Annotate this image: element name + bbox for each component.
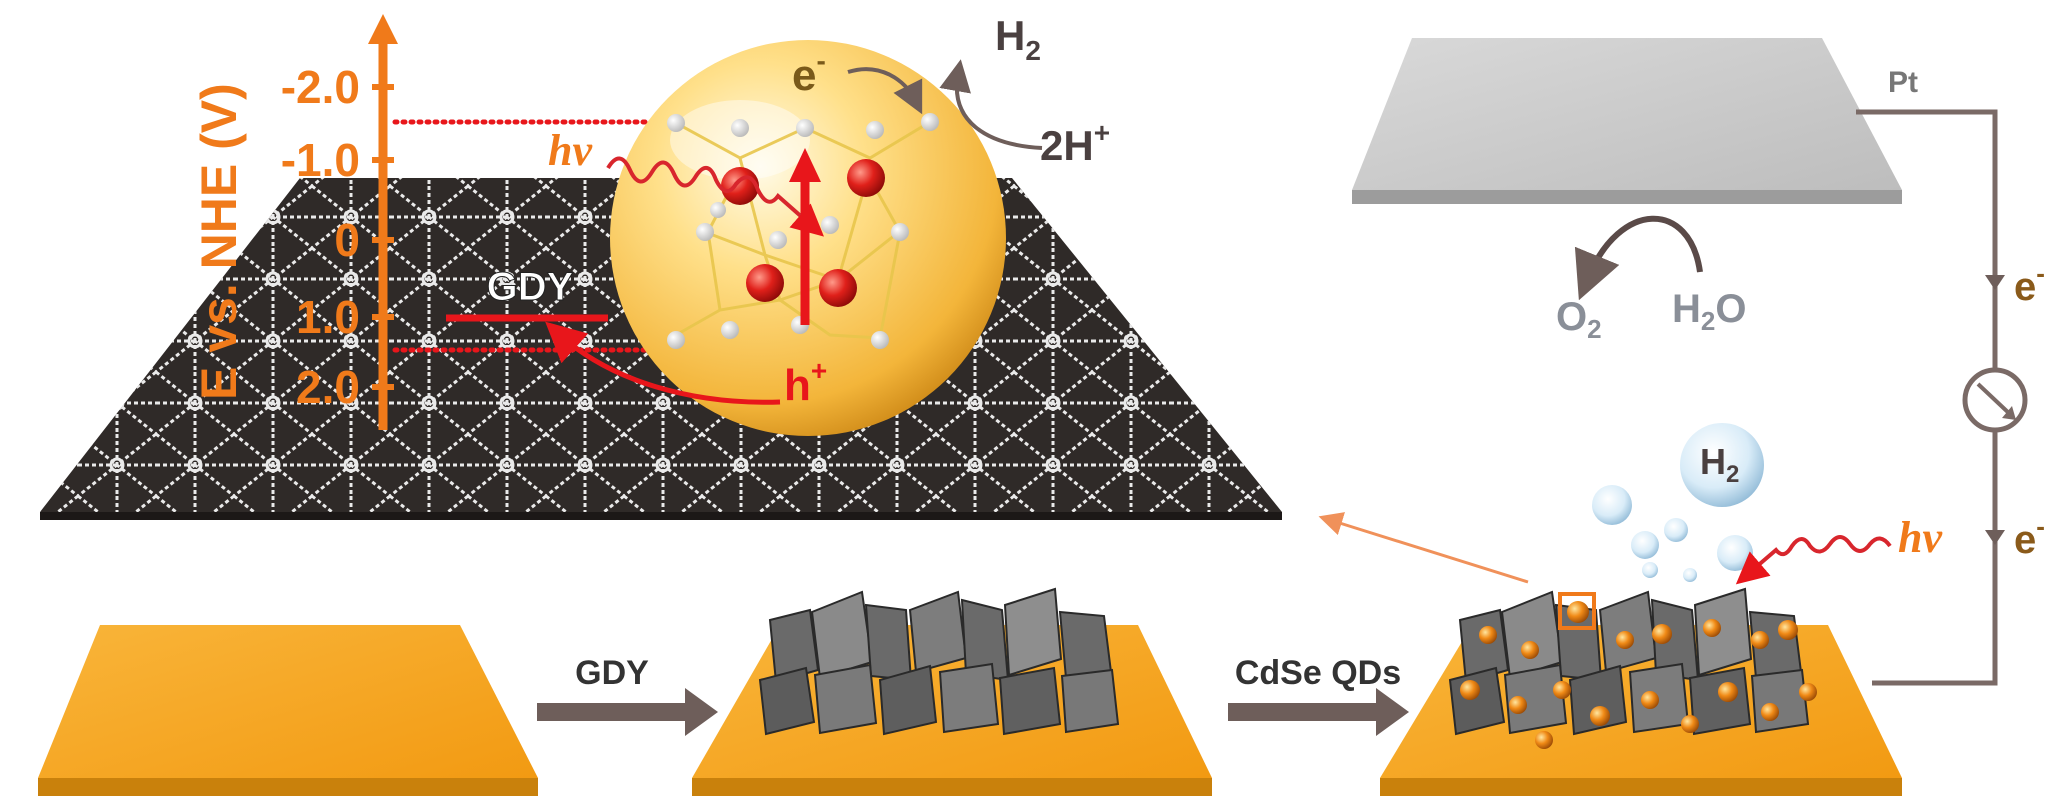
step-label-cdse: CdSe QDs — [1235, 654, 1401, 692]
pt-electrode — [1352, 38, 1902, 204]
h2-bubbles — [1592, 423, 1764, 582]
se-atom — [746, 264, 784, 302]
photon-wave-icon — [606, 156, 824, 237]
electron-flow-label: e- — [2014, 511, 2045, 562]
se-atom — [847, 159, 885, 197]
ammeter-icon — [1962, 367, 2028, 433]
proton-label: 2H+ — [1040, 117, 1110, 169]
energy-axis: -2.0 -1.0 0 1.0 2.0 E vs. NHE (V) — [191, 14, 398, 430]
se-atom — [721, 167, 759, 205]
h2-evolution-arrow — [939, 59, 1043, 150]
photon-label: hv — [548, 126, 592, 175]
o2-label: O2 — [1556, 295, 1602, 344]
gdy-level-label: GDY — [487, 265, 574, 309]
hole-transfer-arrow — [545, 321, 781, 405]
cdse-quantum-dot — [610, 40, 1006, 436]
h2-bubble-label: H2 — [1700, 441, 1739, 488]
zoom-arrow — [1318, 512, 1529, 584]
step-label-gdy: GDY — [575, 654, 649, 692]
zoom-region-box — [1558, 592, 1596, 630]
electron-flow-label: e- — [2014, 258, 2045, 309]
pt-label: Pt — [1888, 66, 1918, 99]
excitation-arrow-icon — [789, 148, 821, 182]
electron-label: e- — [792, 45, 826, 100]
incident-light-wave-icon — [1735, 535, 1892, 585]
process-arrow-cdse — [1228, 688, 1409, 736]
process-arrow-gdy — [537, 688, 718, 736]
water-oxidation-arrow — [1574, 215, 1703, 301]
current-arrow-icon — [1985, 530, 2005, 545]
tick-label: -1.0 — [281, 134, 360, 186]
se-atom — [819, 269, 857, 307]
bare-substrate — [38, 625, 538, 796]
hole-label: h+ — [784, 355, 827, 410]
current-arrow-icon — [1985, 275, 2005, 290]
axis-arrowhead-icon — [368, 14, 398, 44]
tick-label: 2.0 — [296, 361, 360, 413]
tick-label: 0 — [334, 214, 360, 266]
h2o-label: H2O — [1672, 287, 1746, 336]
incident-light-label: hv — [1898, 513, 1942, 562]
h2-product-label: H2 — [995, 12, 1041, 66]
axis-title: E vs. NHE (V) — [191, 83, 247, 400]
gdy-nanosheets — [758, 587, 1120, 736]
electron-transfer-arrow — [847, 67, 923, 115]
tick-label: -2.0 — [281, 61, 360, 113]
gdy-nanosheets-with-qds — [1448, 587, 1810, 736]
tick-label: 1.0 — [296, 291, 360, 343]
cdse-qd-particles — [1460, 601, 1817, 749]
